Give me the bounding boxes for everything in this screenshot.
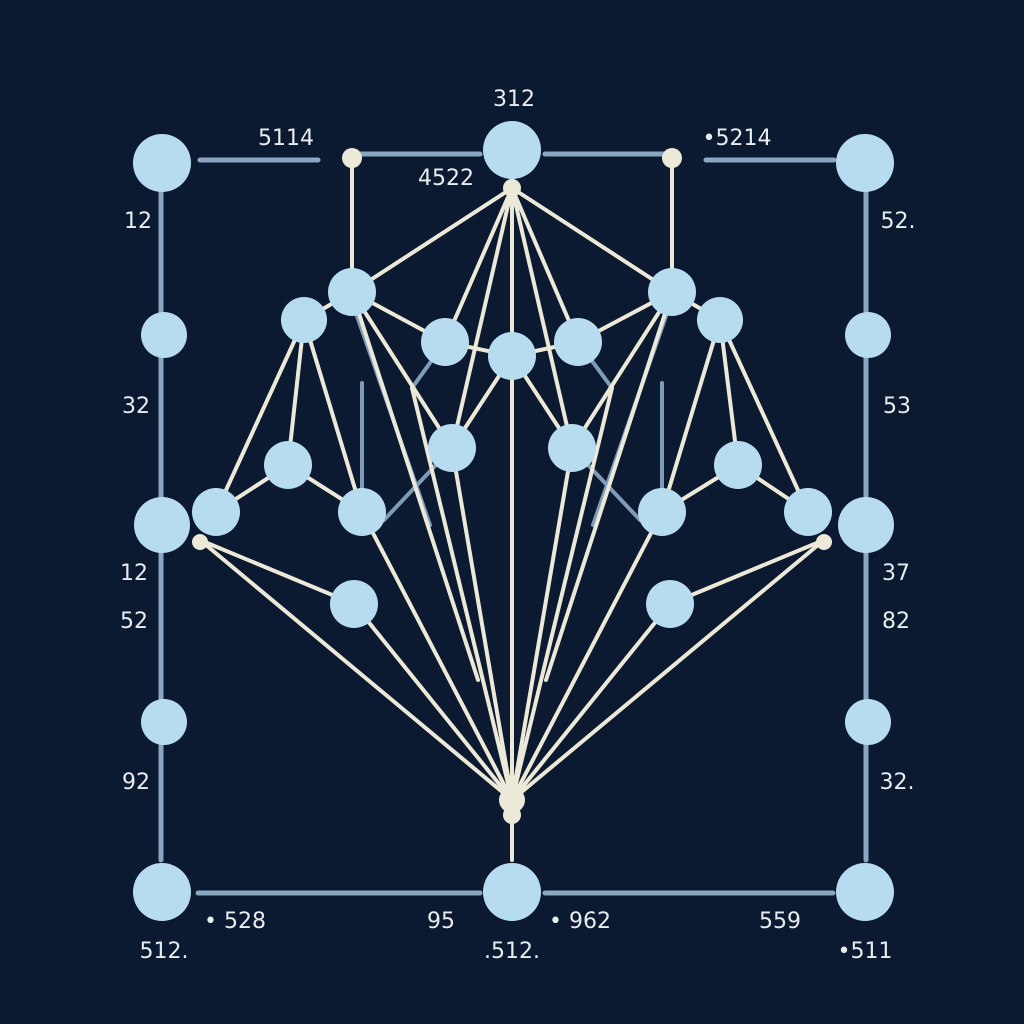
node [134,497,190,553]
label-bottom-center-c: .512. [484,939,540,964]
label-left-3: 12 [120,561,148,586]
node [338,488,386,536]
node [328,268,376,316]
node [133,863,191,921]
label-left-5: 92 [122,770,150,795]
light-edge [510,538,826,802]
junction-dots [192,148,832,824]
label-bottom-left-b: 512. [140,939,189,964]
light-edge [198,538,356,606]
light-edge [718,318,810,514]
node [836,134,894,192]
node [697,297,743,343]
light-edge [660,318,722,514]
label-left-4: 52 [120,609,148,634]
label-bottom-left-a: • 528 [204,909,266,934]
light-edge [302,318,364,514]
junction-dot [192,534,208,550]
light-edge [510,602,672,802]
light-edge [360,510,514,802]
light-edge [286,318,306,467]
light-edge [510,186,574,450]
label-bottom-center-a: 95 [427,909,455,934]
junction-dot [503,179,521,197]
label-right-1: 52. [881,209,916,234]
label-bottom-right-b: •511 [838,939,893,964]
node [281,297,327,343]
light-edges [198,156,826,862]
junction-dot [662,148,682,168]
node [330,580,378,628]
node [838,497,894,553]
light-edge [510,446,574,802]
label-top-right: •5214 [703,126,772,151]
label-bottom-right-a: 559 [759,909,801,934]
node [141,699,187,745]
label-right-2: 53 [883,394,911,419]
node [845,312,891,358]
node [554,318,602,366]
light-edge [450,446,514,802]
label-bottom-center-b: • 962 [549,909,611,934]
label-top-left: 5114 [258,126,314,151]
node [483,863,541,921]
node [845,699,891,745]
label-left-2: 32 [122,394,150,419]
light-edge [510,510,664,802]
light-edge [450,186,514,450]
node [548,424,596,472]
label-right-3: 37 [882,561,910,586]
label-top-center-sub: 4522 [418,166,474,191]
node [836,863,894,921]
label-right-5: 32. [880,770,915,795]
light-edge [352,602,514,802]
node [192,488,240,536]
nodes [133,121,894,921]
node [648,268,696,316]
node [488,332,536,380]
node [264,441,312,489]
light-edge [668,538,826,606]
labels: 312 5114 •5214 4522 12 32 12 52 92 52. 5… [120,87,916,964]
node [646,580,694,628]
light-edge [510,386,614,802]
light-edge [510,186,580,344]
junction-dot [503,806,521,824]
junction-dot [499,787,525,813]
light-edge [350,290,454,450]
node [784,488,832,536]
light-edge [544,290,674,682]
label-left-1: 12 [124,209,152,234]
light-edge [198,538,514,802]
node [133,134,191,192]
light-edge [718,318,740,467]
node [638,488,686,536]
light-edge [350,290,480,682]
junction-dot [342,148,362,168]
node [428,424,476,472]
light-edge [443,186,514,344]
node [483,121,541,179]
light-edge [350,186,514,294]
node [714,441,762,489]
node [141,312,187,358]
junction-dot [816,534,832,550]
node [421,318,469,366]
light-edge [570,290,674,450]
light-edge [410,386,514,802]
light-edge [510,186,674,294]
light-edge [214,318,306,514]
label-top-center: 312 [493,87,535,112]
label-right-4: 82 [882,609,910,634]
